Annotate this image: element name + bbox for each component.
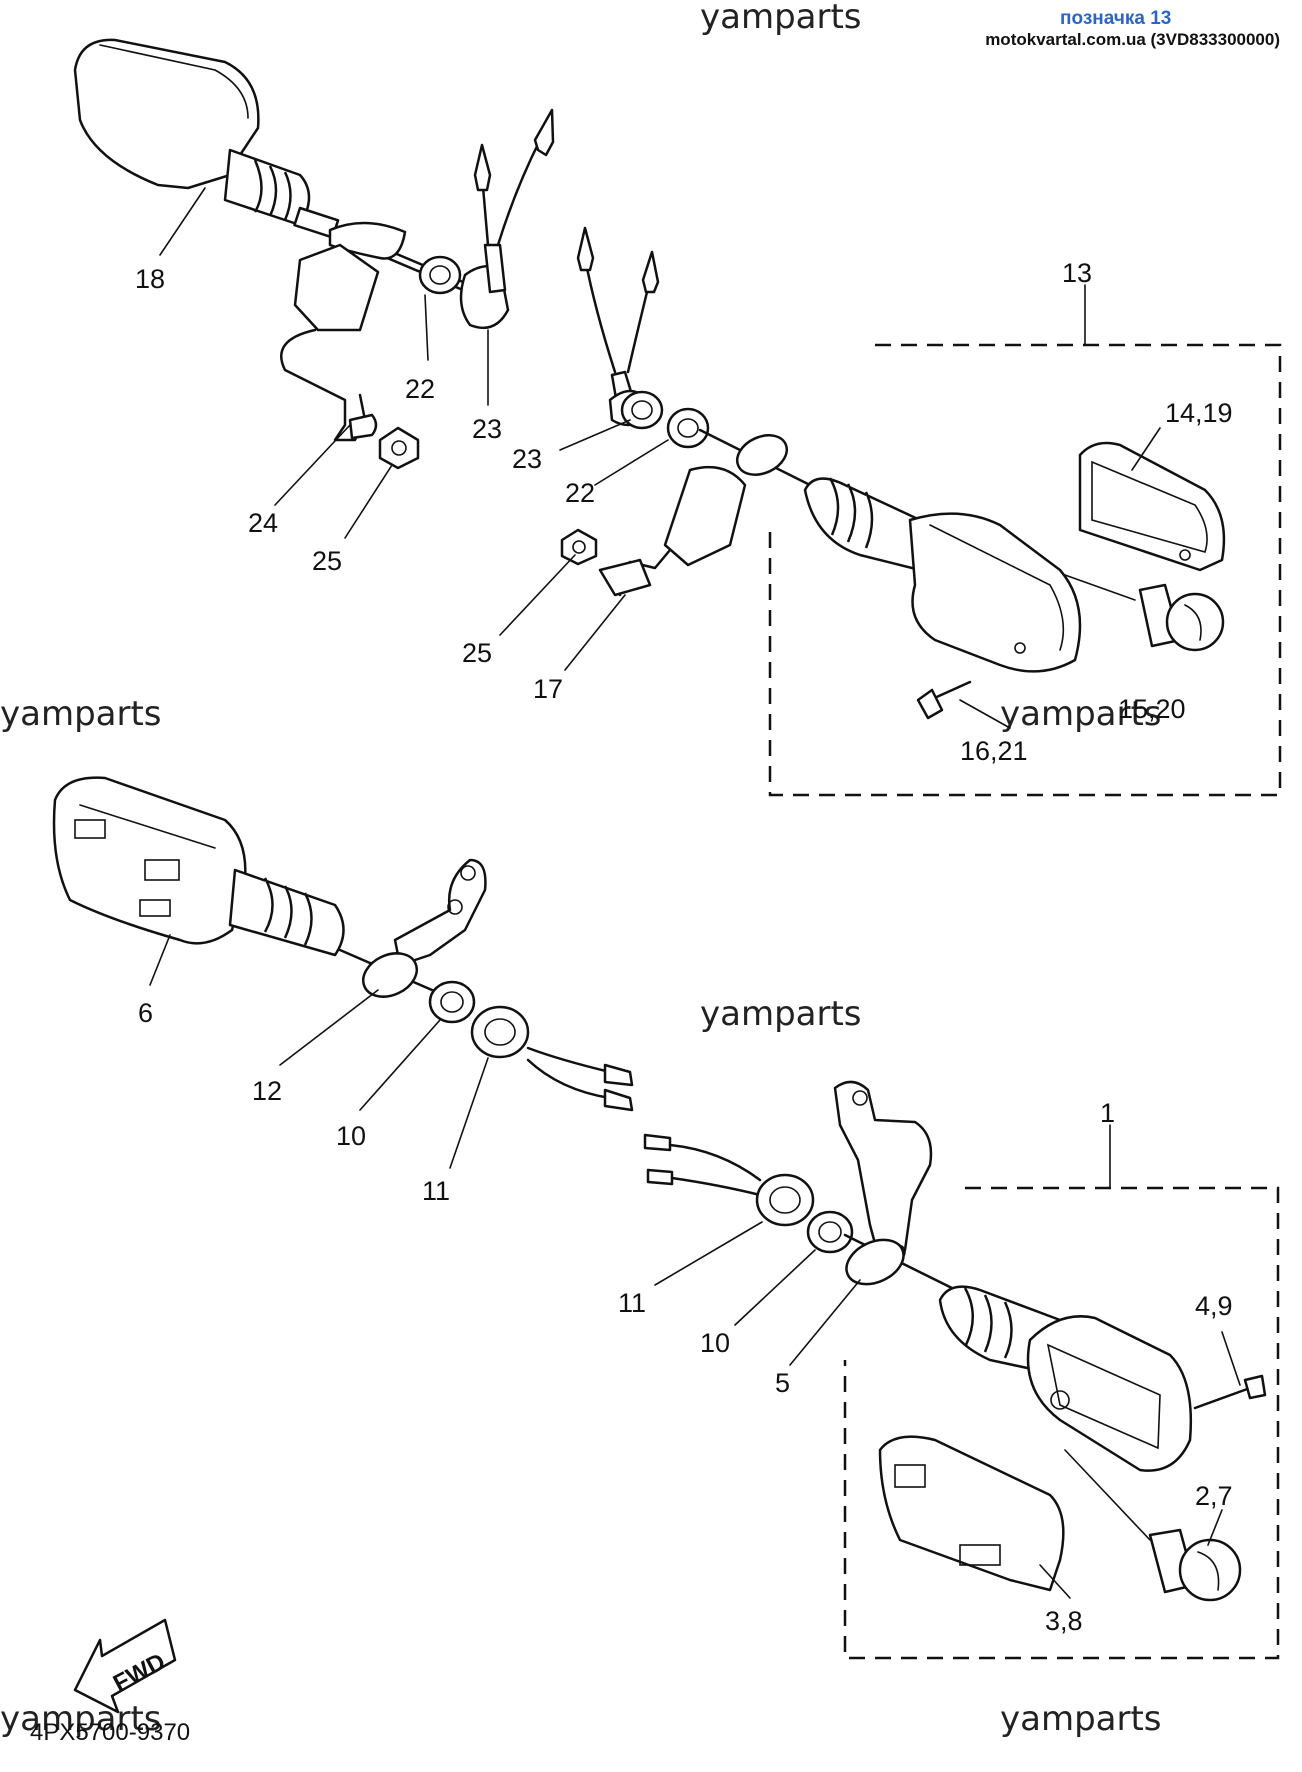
callout-22-mid: 22 [565,478,595,508]
assembly-box-1 [843,1186,1280,1660]
bulb-2-7 [1148,1528,1242,1602]
turn-signal-front-left [52,776,457,1002]
bracket-17 [598,465,747,597]
turn-signal-front-right [938,1285,1193,1472]
callout-18: 18 [135,264,165,294]
bracket-24 [280,221,407,442]
leader-lines [149,187,1241,1599]
bulb-leader [1064,574,1136,601]
callout-22-top: 22 [405,374,435,404]
callout-17: 17 [533,674,563,704]
source-subtitle: motokvartal.com.ua (3VD833300000) [985,30,1280,49]
watermark-bottom-right: yamparts [1000,1699,1162,1739]
callout-16-21: 16,21 [960,736,1028,766]
screw-4-9 [1193,1374,1267,1410]
callout-15-20: 15,20 [1118,694,1186,724]
collar-22-mid [620,390,664,430]
callout-25-top: 25 [312,546,342,576]
washer-5 [845,1238,905,1286]
callout-24: 24 [248,508,278,538]
drawing-code: 4PX5700-9370 [30,1719,190,1746]
nut-25-mid [560,528,598,566]
watermark-right: yamparts [1000,694,1162,734]
callout-6: 6 [138,998,153,1028]
collar-10-bottom [806,1210,854,1254]
nut-25-top [378,426,420,470]
callout-10-top: 10 [336,1121,366,1151]
callout-4-9: 4,9 [1195,1291,1233,1321]
turn-signal-rear-left [73,38,472,295]
bracket-front-left [393,858,487,967]
callout-10-bottom: 10 [700,1328,730,1358]
callout-12: 12 [252,1076,282,1106]
lens-3-8 [878,1435,1065,1592]
callout-3-8: 3,8 [1045,1606,1083,1636]
callout-11-bottom: 11 [618,1288,646,1318]
diagram-reference-title: позначка 13 [1060,8,1171,29]
callout-25-mid: 25 [462,638,492,668]
grommet-23-top [459,108,555,330]
callout-14-19: 14,19 [1165,398,1233,428]
collar-mid-2 [666,407,710,449]
collar-10-top [428,980,476,1024]
washer-12 [362,952,418,998]
bulb-15-20 [1138,583,1225,652]
grommet-11-bottom [643,1133,815,1227]
washer-mid [735,434,789,476]
callout-5: 5 [775,1368,790,1398]
assembly-box-13 [768,343,1282,797]
callout-11-top: 11 [422,1176,450,1206]
watermark-left: yamparts [0,694,162,734]
screw-16-21 [916,680,972,720]
turn-signal-rear-right [803,477,1082,673]
lens-14-19 [1078,441,1226,572]
callout-23-mid: 23 [512,444,542,474]
bulb-leader-bottom [1064,1449,1151,1541]
callout-1: 1 [1100,1098,1115,1128]
watermark-top: yamparts [700,0,862,37]
watermark-bottom-left: yamparts [0,1699,162,1739]
grommet-11-top [470,1005,634,1112]
collar-22-top [418,255,462,295]
callout-2-7: 2,7 [1195,1481,1233,1511]
callout-23-top: 23 [472,414,502,444]
callout-13: 13 [1062,258,1092,288]
watermark-middle: yamparts [700,994,862,1034]
